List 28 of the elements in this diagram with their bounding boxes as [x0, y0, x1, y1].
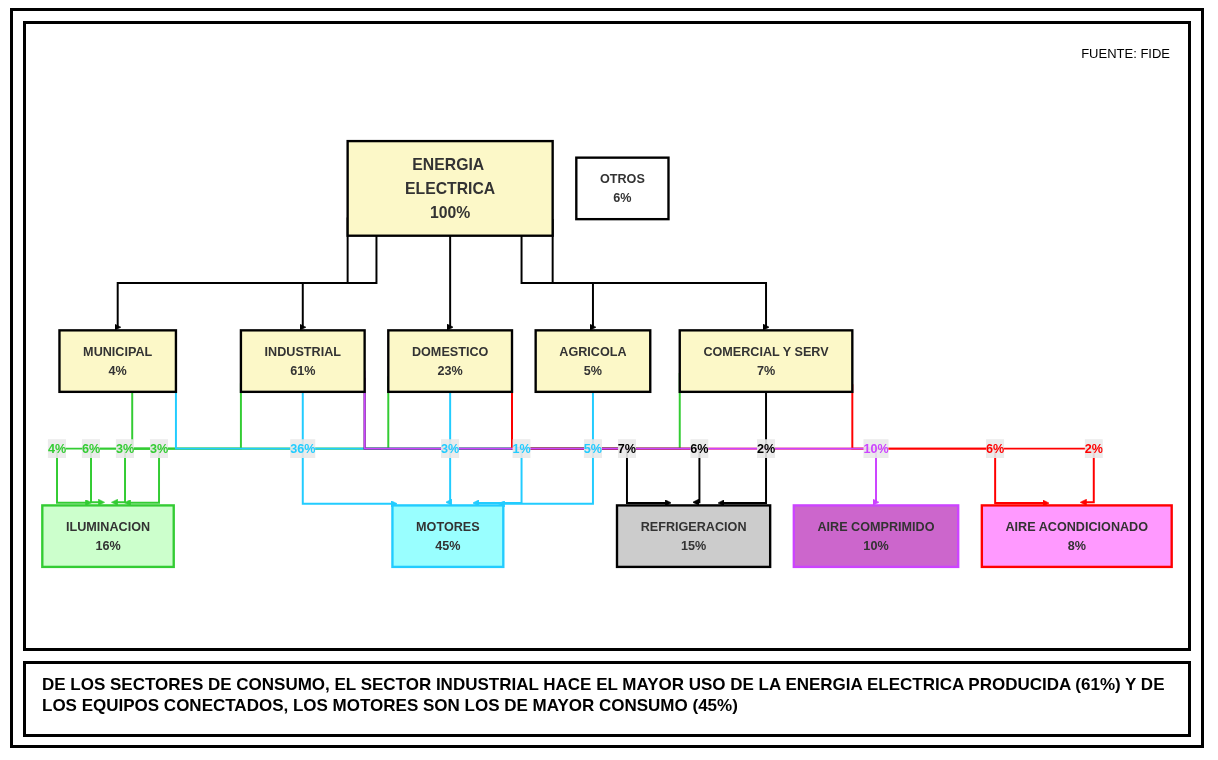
edge-label: 6% — [81, 441, 101, 455]
edge-label: 5% — [583, 441, 603, 455]
edge-label: 3% — [441, 441, 460, 455]
node-box: AIRE COMPRIMIDO 10% — [792, 504, 960, 569]
edge-label: 4% — [47, 441, 67, 455]
node-box: INDUSTRIAL 61% — [239, 329, 366, 394]
edge-label: 6% — [986, 441, 1005, 455]
edge-label: 3% — [149, 441, 169, 455]
edge-label: 2% — [1084, 441, 1103, 455]
edge-label: 7% — [617, 441, 637, 455]
edge-label: 1% — [512, 441, 531, 455]
node-box: REFRIGERACION 15% — [615, 504, 772, 569]
source-note: FUENTE: FIDE — [1081, 46, 1170, 61]
edge-label: 6% — [690, 441, 709, 455]
node-box: ENERGIA ELECTRICA 100% — [346, 139, 554, 237]
node-box: AGRICOLA 5% — [534, 329, 652, 394]
node-box: AIRE ACONDICIONADO 8% — [980, 504, 1173, 569]
node-box: MOTORES 45% — [391, 504, 505, 569]
edge-label: 10% — [863, 441, 889, 455]
edge-label: 2% — [756, 441, 776, 455]
edge-label: 36% — [290, 441, 316, 455]
node-box: DOMESTICO 23% — [387, 329, 514, 394]
node-box: OTROS 6% — [575, 156, 670, 221]
node-box: COMERCIAL Y SERV 7% — [678, 329, 854, 394]
node-box: ILUMINACION 16% — [41, 504, 175, 569]
node-box: MUNICIPAL 4% — [58, 329, 178, 394]
caption: DE LOS SECTORES DE CONSUMO, EL SECTOR INDUSTRIAL HACE EL MAYOR USO DE LA ENERGIA ELECTRICA PRODUCIDA (61%) Y DE LOS EQUIPOS CONECTADOS, LOS MOTORES SON LOS DE MAYOR CONSUMO (45%) — [23, 661, 1191, 737]
edge-label: 3% — [115, 441, 135, 455]
